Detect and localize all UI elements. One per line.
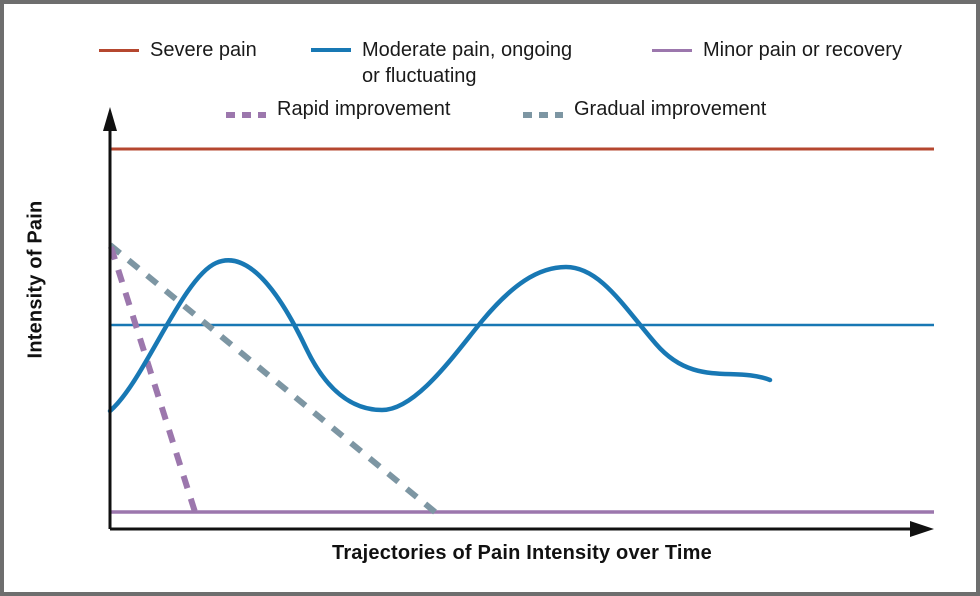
y-axis-title: Intensity of Pain	[24, 200, 47, 359]
legend-label-moderate-pain: Moderate pain, ongoing or fluctuating	[362, 39, 573, 87]
series-gradual-improvement-line	[108, 242, 437, 515]
chart-legend: Severe pain Moderate pain, ongoing or fl…	[4, 4, 976, 124]
chart-plot-area	[103, 107, 934, 537]
legend-swatch-dashed-gradual-icon	[523, 105, 563, 118]
legend-label-rapid-improvement: Rapid improvement	[277, 98, 451, 120]
x-axis-title: Trajectories of Pain Intensity over Time	[332, 542, 712, 564]
legend-swatch-solid-severe-icon	[99, 49, 139, 52]
legend-item-rapid-improvement: Rapid improvement	[226, 96, 450, 122]
legend-label-gradual-improvement: Gradual improvement	[574, 98, 767, 120]
legend-swatch-dashed-rapid-icon	[226, 105, 266, 118]
legend-swatch-solid-minor-icon	[652, 49, 692, 52]
legend-item-severe-pain: Severe pain	[99, 37, 257, 63]
legend-item-minor-pain: Minor pain or recovery	[652, 37, 902, 63]
legend-item-gradual-improvement: Gradual improvement	[523, 96, 766, 122]
legend-label-minor-pain: Minor pain or recovery	[703, 39, 902, 61]
x-axis-arrowhead-icon	[910, 521, 934, 537]
y-axis-arrowhead-icon	[103, 107, 117, 131]
series-moderate-pain-wave	[107, 258, 773, 414]
legend-swatch-solid-moderate-icon	[311, 48, 351, 52]
legend-item-moderate-pain: Moderate pain, ongoing or fluctuating	[311, 37, 572, 89]
legend-label-severe-pain: Severe pain	[150, 39, 257, 61]
series-rapid-improvement-line	[108, 246, 198, 513]
